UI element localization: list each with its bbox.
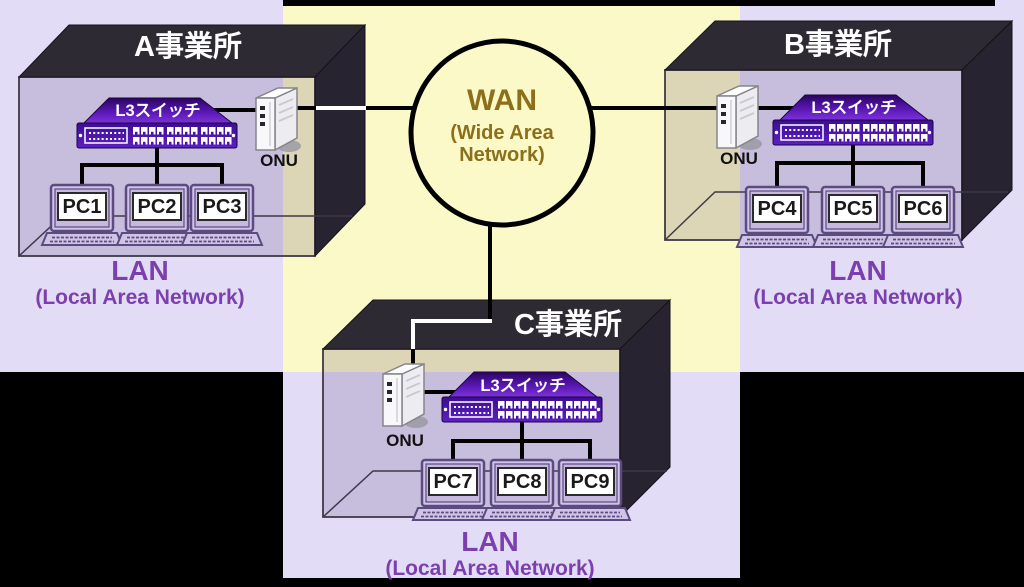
onu-b: [716, 85, 763, 151]
lan-b-title: LAN: [829, 255, 887, 286]
l3-switch-a-label: L3スイッチ: [115, 102, 200, 120]
l3-switch-b-label: L3スイッチ: [811, 99, 896, 117]
wan-circle: [408, 38, 596, 228]
top-black-strip: [283, 0, 995, 6]
lan-a-title: LAN: [111, 255, 169, 286]
office-a-side-face: [314, 23, 366, 258]
office-a: A事業所 L3スイッチ ONU PC1 PC2 PC3 LAN (Local A…: [17, 23, 414, 309]
lan-c-subtitle: (Local Area Network): [385, 557, 594, 580]
pc3-label: PC3: [203, 196, 242, 218]
onu-c-label: ONU: [386, 431, 424, 450]
onu-b-label: ONU: [720, 149, 758, 168]
pc5-label: PC5: [834, 198, 873, 220]
office-c-title: C事業所: [514, 308, 622, 341]
wan-subtitle-line2: Network): [459, 144, 545, 166]
wan-subtitle-line1: (Wide Area: [450, 122, 554, 144]
lan-c-title: LAN: [461, 526, 519, 557]
office-b: B事業所 ONU L3スイッチ PC4 PC5 PC6 LAN (Local A…: [590, 19, 1014, 309]
office-b-title: B事業所: [784, 28, 892, 61]
pc1-label: PC1: [63, 196, 102, 218]
wan-cloud: WAN (Wide Area Network): [408, 38, 596, 228]
pc2-label: PC2: [138, 196, 177, 218]
lan-b-subtitle: (Local Area Network): [753, 286, 962, 309]
lan-a-subtitle: (Local Area Network): [35, 286, 244, 309]
office-a-title: A事業所: [134, 30, 242, 63]
onu-c: [382, 363, 429, 429]
wan-title: WAN: [467, 84, 537, 117]
pc4-label: PC4: [758, 198, 798, 220]
wire-a-pc-bus: [80, 163, 224, 188]
pc6-label: PC6: [904, 198, 943, 220]
wire-b-pc-bus: [775, 161, 925, 190]
onu-a: [255, 87, 302, 153]
wire-c-wan-onu-casing: [411, 319, 492, 349]
office-c: C事業所 ONU L3スイッチ PC7 PC8 PC9 LAN (Local A…: [321, 222, 672, 580]
pc9-label: PC9: [571, 471, 610, 493]
pc8-label: PC8: [503, 471, 542, 493]
l3-switch-c-label: L3スイッチ: [480, 377, 565, 395]
office-b-side-face: [961, 19, 1013, 242]
pc7-label: PC7: [434, 471, 473, 493]
wire-c-pc-bus: [451, 439, 592, 462]
onu-a-label: ONU: [260, 151, 298, 170]
